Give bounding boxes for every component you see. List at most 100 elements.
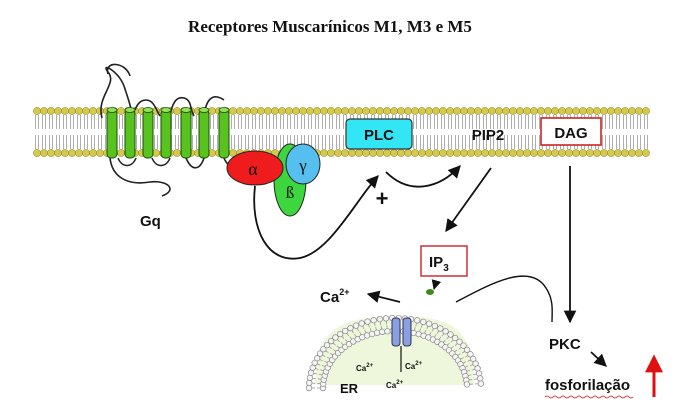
- phospholipid-head: [397, 107, 405, 115]
- phospholipid-head: [593, 149, 601, 157]
- er-phospholipid-head: [320, 346, 327, 353]
- phospholipid-head: [299, 107, 307, 115]
- phospholipid-head: [243, 107, 251, 115]
- phospholipid-head: [89, 107, 97, 115]
- plc-label: PLC: [364, 127, 394, 144]
- er-phospholipid-head: [373, 329, 381, 336]
- phospholipid-head: [544, 107, 552, 115]
- receptor-helix-top: [160, 107, 172, 113]
- phospholipid-head: [341, 149, 349, 157]
- er-phospholipid-head: [352, 322, 360, 329]
- receptor-helix-top: [218, 107, 230, 113]
- phospholipid-head: [432, 107, 440, 115]
- er-phospholipid-head: [347, 325, 354, 332]
- phospholipid-head: [460, 107, 468, 115]
- er-phospholipid-head: [452, 334, 459, 342]
- phospholipid-head: [33, 149, 41, 157]
- phospholipid-head: [278, 107, 286, 115]
- phospholipid-head: [61, 149, 69, 157]
- phospholipid-head: [68, 107, 76, 115]
- phospholipid-head: [54, 107, 62, 115]
- phospholipid-head: [537, 149, 545, 157]
- phospholipid-head: [54, 149, 62, 157]
- phospholipid-head: [467, 107, 475, 115]
- plus-sign: +: [376, 186, 389, 211]
- phospholipid-head: [593, 107, 601, 115]
- phospholipid-head: [68, 149, 76, 157]
- phospholipid-head: [306, 107, 314, 115]
- phospholipid-head: [404, 107, 412, 115]
- phospholipid-head: [453, 149, 461, 157]
- receptor-helix-top: [124, 107, 136, 113]
- phospholipid-head: [411, 149, 419, 157]
- pip2-label: PIP2: [472, 127, 505, 144]
- phospholipid-head: [334, 149, 342, 157]
- er-phospholipid-head: [447, 331, 454, 338]
- phospholipid-head: [579, 149, 587, 157]
- ip3-molecule: [426, 289, 434, 295]
- phospholipid-head: [404, 149, 412, 157]
- phospholipid-head: [418, 149, 426, 157]
- plc-enzyme: PLC: [345, 118, 413, 150]
- receptor-helix-top: [180, 107, 192, 113]
- phospholipid-head: [383, 149, 391, 157]
- er-phospholipid-head: [442, 328, 449, 335]
- phospholipid-head: [523, 149, 531, 157]
- phospholipid-head: [642, 107, 650, 115]
- receptor-helix: [142, 109, 154, 159]
- phospholipid-head: [572, 107, 580, 115]
- ca-superscript: 2+: [339, 287, 349, 297]
- phospholipid-head: [481, 107, 489, 115]
- er-ca-2-sup: 2+: [415, 361, 422, 367]
- phospholipid-head: [586, 149, 594, 157]
- phospholipid-head: [621, 107, 629, 115]
- receptor-helix-top: [142, 107, 154, 113]
- phospholipid-head: [565, 107, 573, 115]
- phospholipid-head: [607, 107, 615, 115]
- phospholipid-head: [33, 107, 41, 115]
- phospholipid-head: [558, 107, 566, 115]
- phospholipid-head: [173, 107, 181, 115]
- phospholipid-head: [544, 149, 552, 157]
- er-ca-3: Ca: [386, 381, 397, 390]
- phospholipid-head: [600, 107, 608, 115]
- svg-text:Ca2+: Ca2+: [356, 363, 374, 373]
- gamma-label: γ: [298, 156, 307, 175]
- er-phospholipid-head: [342, 327, 349, 335]
- phospholipid-head: [96, 149, 104, 157]
- phospholipid-head: [516, 107, 524, 115]
- ip3-label: IP: [429, 254, 443, 271]
- phospholipid-head: [320, 107, 328, 115]
- phospholipid-head: [467, 149, 475, 157]
- phospholipid-head: [488, 149, 496, 157]
- phospholipid-head: [264, 107, 272, 115]
- phospholipid-head: [446, 107, 454, 115]
- er-phospholipid-head: [311, 359, 318, 367]
- phospholipid-head: [383, 107, 391, 115]
- er-phospholipid-head: [382, 315, 390, 322]
- phospholipid-head: [411, 107, 419, 115]
- arrow-ip3-to-channel: [431, 279, 442, 290]
- phospholipid-head: [530, 149, 538, 157]
- gq-label: Gq: [140, 213, 161, 230]
- phospholipid-head: [369, 107, 377, 115]
- er-label: ER: [340, 381, 359, 396]
- phospholipid-head: [313, 107, 321, 115]
- svg-text:Ca2+: Ca2+: [320, 287, 349, 306]
- phospholipid-head: [355, 107, 363, 115]
- phospholipid-head: [61, 107, 69, 115]
- phospholipid-head: [551, 107, 559, 115]
- fosforilacao-label: fosforilação: [545, 377, 630, 394]
- er-phospholipid-head: [426, 320, 433, 327]
- er-phospholipid-head: [337, 330, 344, 338]
- er-phospholipid-head: [410, 329, 417, 337]
- phospholipid-head: [271, 107, 279, 115]
- ca-label: Ca: [320, 289, 340, 306]
- receptor-helix-top: [106, 107, 118, 113]
- phospholipid-head: [250, 107, 258, 115]
- arrow-pkc-to-fosforilacao: [590, 351, 607, 367]
- phospholipid-head: [418, 107, 426, 115]
- er-phospholipid-head: [384, 328, 391, 335]
- er-ca-1-sup: 2+: [366, 363, 373, 369]
